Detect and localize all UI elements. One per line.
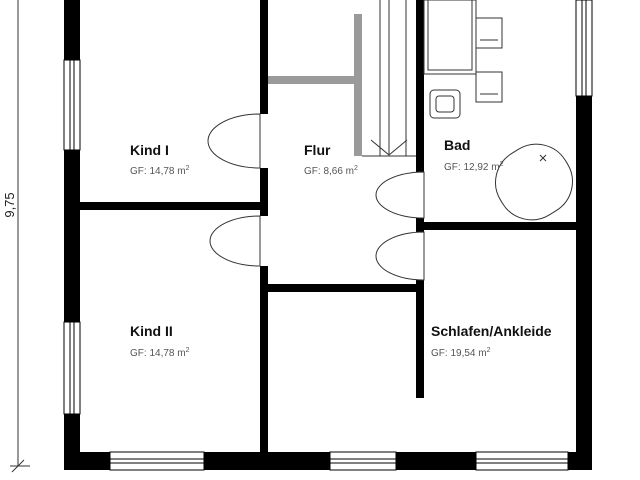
window-right [575,0,593,97]
room-area-flur: GF: 8,66 m2 [304,165,358,177]
room-flur: Flur GF: 8,66 m2 [304,142,358,177]
window-left-lower [63,321,81,415]
window-left-upper [63,59,81,151]
room-kind-2: Kind II GF: 14,78 m2 [130,323,190,359]
window-bottom-1 [109,451,205,471]
room-name-schlafen-ankleide: Schlafen/Ankleide [431,323,552,339]
dimension-label: 9,75 [2,192,17,217]
door-kind-2 [209,215,261,267]
bathroom-fixtures [423,0,573,221]
window-bottom-3 [475,451,569,471]
washbasin-1 [475,17,503,49]
toilet [429,89,461,119]
stair-arrow-head [370,139,408,156]
room-name-bad: Bad [444,137,470,153]
room-area-kind-2: GF: 14,78 m2 [130,347,190,359]
room-area-schlafen-ankleide: GF: 19,54 m2 [431,347,491,359]
room-name-kind-2: Kind II [130,323,173,339]
windows [63,0,593,471]
room-name-kind-1: Kind I [130,142,169,158]
door-swings [207,113,425,281]
staircase [268,0,416,157]
room-name-flur: Flur [304,142,331,158]
interior-walls [80,0,576,452]
door-schlafen [375,231,425,281]
room-kind-1: Kind I GF: 14,78 m2 [130,142,190,177]
room-bad: Bad GF: 12,92 m2 [444,137,504,173]
room-area-bad: GF: 12,92 m2 [444,161,504,173]
shower [423,0,477,75]
door-bad [375,171,425,219]
bathtub [495,143,573,221]
exterior-walls [64,0,592,470]
room-area-kind-1: GF: 14,78 m2 [130,165,190,177]
window-bottom-2 [329,451,397,471]
room-schlafen-ankleide: Schlafen/Ankleide GF: 19,54 m2 [431,323,552,359]
washbasin-2 [475,71,503,103]
dimension-line: 9,75 [2,0,30,473]
door-kind-1 [207,113,261,169]
